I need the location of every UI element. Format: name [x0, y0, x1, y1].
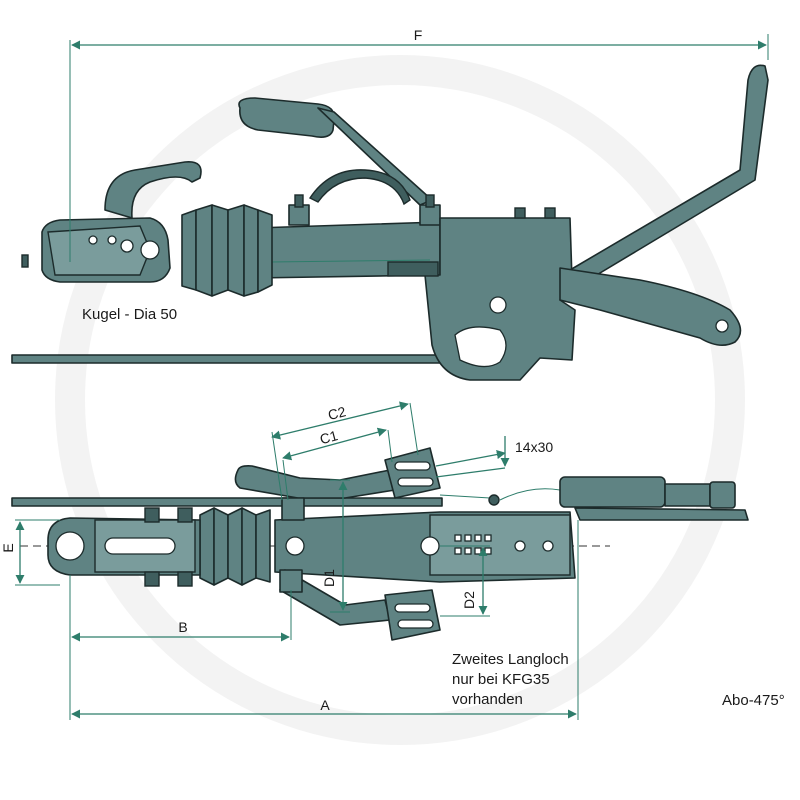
bolts-side: [288, 194, 441, 226]
dimension-f-label: F: [414, 27, 423, 43]
dimension-c2-line: [271, 401, 409, 440]
handbrake-lever-side: [559, 64, 769, 346]
side-plunger: [387, 261, 439, 277]
dimension-e-label: E: [0, 543, 16, 552]
dimension-slot-line-bottom: [435, 467, 506, 478]
dimension-c2-label: C2: [326, 403, 347, 423]
dimension-a-label: A: [320, 697, 330, 713]
tube-edge-line: [269, 259, 431, 263]
dimension-d2-label: D2: [461, 591, 477, 609]
housing-cutout: [454, 326, 507, 368]
coupling-head-top: [47, 507, 201, 587]
lower-lever-top: [279, 569, 441, 641]
note-line-3: vorhanden: [452, 691, 523, 708]
housing-hole: [489, 296, 507, 314]
dimensions: F E B A C1 C2 14x30 D1: [0, 27, 769, 720]
coupling-head-side: [21, 161, 202, 283]
coupling-lever-side: [238, 97, 433, 206]
upper-lever-top: [234, 447, 441, 521]
dimension-slot-label: 14x30: [515, 439, 553, 455]
watermark-circle: [55, 55, 745, 745]
dimension-b-label: B: [178, 619, 187, 635]
top-view: [11, 447, 749, 641]
side-view-rod: [11, 354, 443, 364]
drawing-code: Abo-475°: [722, 692, 785, 709]
top-view-rod: [11, 497, 443, 507]
kugel-label: Kugel - Dia 50: [82, 306, 177, 323]
cable-damper: [439, 476, 749, 521]
vent-holes: [454, 534, 492, 555]
note-line-2: nur bei KFG35: [452, 671, 550, 688]
dimension-d1-label: D1: [321, 569, 337, 587]
dimension-c1-label: C1: [318, 427, 340, 447]
bellows-side: [181, 204, 273, 297]
note-line-1: Zweites Langloch: [452, 651, 569, 668]
bellows-top: [199, 507, 271, 586]
dimension-slot-line-top: [435, 450, 506, 467]
side-view: [11, 64, 769, 381]
